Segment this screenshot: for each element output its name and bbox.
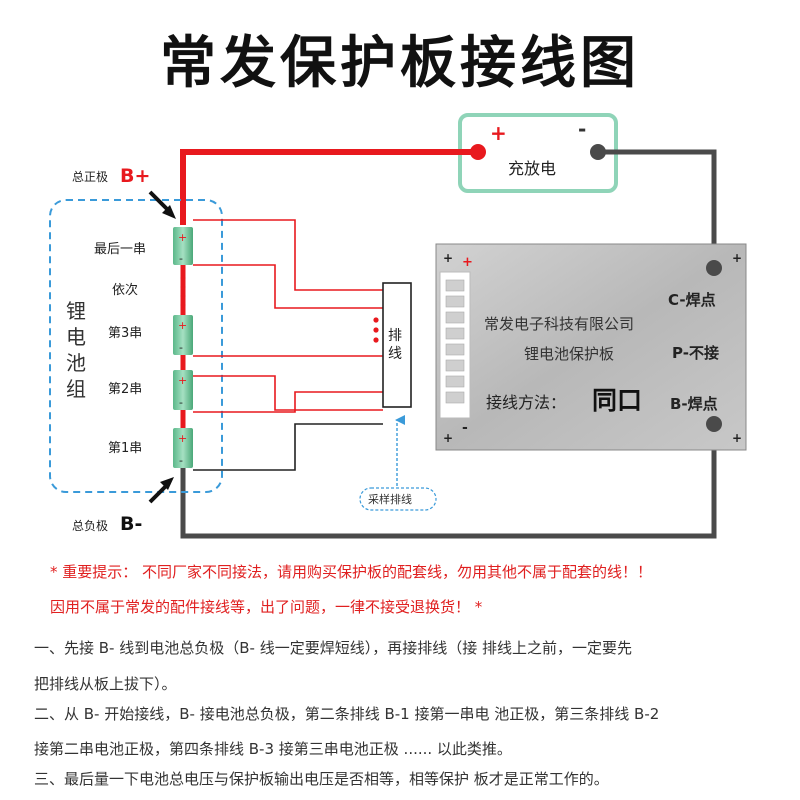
cell-label: 第3串 (108, 326, 142, 341)
cell-minus: - (179, 252, 183, 265)
between-label: 依次 (112, 282, 138, 298)
board-minus: - (462, 420, 468, 436)
wiring-diagram: + - 充放电 锂 电 池 组 + - 最后一串 依次 + - 第3串 + - … (49, 113, 747, 539)
b-plus-wire (180, 149, 478, 225)
b-minus-terminal (706, 416, 722, 432)
battery-pack-label-char: 池 (66, 351, 86, 375)
connector-label-char: 排 (388, 328, 402, 344)
page-title: 常发保护板接线图 (160, 31, 640, 96)
screw-icon: + (443, 431, 453, 445)
instruction-line: 接第二串电池正极，第四条排线 B-3 接第三串电池正极 ...... 以此类推。 (34, 740, 512, 758)
socket-pin (445, 295, 465, 308)
cell-plus: + (178, 319, 187, 332)
balance-wire-negative (193, 423, 383, 471)
cell-plus: + (178, 231, 187, 244)
b-minus-label: B- (120, 513, 142, 535)
instruction-line: 二、从 B- 开始接线，B- 接电池总负极，第二条排线 B-1 接第一串电 池正… (34, 705, 660, 723)
battery-cell (173, 370, 193, 410)
battery-pack-label-char: 组 (66, 377, 86, 401)
board-socket-pins (445, 279, 465, 404)
warning-line: * 重要提示： 不同厂家不同接法，请用购买保护板的配套线，勿用其他不属于配套的线… (50, 563, 653, 581)
balance-wire (193, 375, 383, 411)
warning-line: 因用不属于常发的配件接线等，出了问题，一律不接受退换货！ * (50, 598, 483, 616)
socket-pin (445, 375, 465, 388)
board-plus: + (462, 255, 473, 270)
instruction-line: 三、最后量一下电池总电压与保护板输出电压是否相等，相等保护 板才是正常工作的。 (34, 770, 609, 788)
cell-plus: + (178, 374, 187, 387)
board-body (435, 243, 747, 451)
b-plus-arrow-head (162, 205, 176, 219)
protection-board: + + + + + - 常发电子科技有限公司 锂电池保护板 接线方法： 同口 C… (435, 243, 747, 451)
battery-pack-label-char: 电 (66, 325, 86, 349)
balance-wire (193, 264, 383, 309)
screw-icon: + (443, 251, 453, 265)
series-dot (180, 275, 186, 281)
battery-pack-label-char: 锂 (66, 299, 86, 323)
cell-3: + - 第3串 (108, 315, 193, 355)
screw-icon: + (732, 431, 742, 445)
b-plus-label: B+ (120, 165, 150, 187)
board-company: 常发电子科技有限公司 (484, 315, 634, 333)
charger-minus-terminal (590, 144, 606, 160)
cell-last: + - 最后一串 (94, 227, 193, 265)
cell-label: 第1串 (108, 441, 142, 456)
socket-pin (445, 343, 465, 356)
charger-minus: - (578, 117, 586, 141)
battery-cell (173, 428, 193, 468)
balance-connector (382, 282, 412, 408)
c-minus-label: C-焊点 (668, 291, 716, 309)
screw-icon: + (732, 251, 742, 265)
socket-pin (445, 311, 465, 324)
series-dot (180, 302, 186, 308)
cell-2: + - 第2串 (108, 370, 193, 410)
board-product: 锂电池保护板 (524, 345, 614, 363)
battery-pack-outline (49, 199, 223, 493)
board-method-value: 同口 (592, 386, 642, 415)
balance-dot (373, 327, 379, 333)
socket-pin (445, 327, 465, 340)
cell-minus: - (179, 454, 183, 467)
battery-cell (173, 227, 193, 265)
connector-label-char: 线 (388, 346, 402, 362)
c-minus-wire (598, 149, 717, 268)
charger-label: 充放电 (508, 159, 556, 178)
b-minus-prefix: 总负极 (72, 519, 108, 533)
b-minus-solder-label: B-焊点 (670, 395, 718, 413)
cell-label: 第2串 (108, 382, 142, 397)
sample-label-box (359, 487, 437, 511)
balance-dot (373, 317, 379, 323)
board-method-label: 接线方法： (486, 393, 566, 412)
socket-pin (445, 279, 465, 292)
b-minus-arrow-head (160, 477, 174, 490)
c-minus-terminal (706, 260, 722, 276)
b-minus-wire (180, 424, 717, 539)
balance-wires (193, 219, 383, 471)
b-plus-prefix: 总正极 (72, 170, 108, 184)
series-dot (180, 293, 186, 299)
socket-pin (445, 391, 465, 404)
sample-label: 采样排线 (368, 492, 412, 506)
series-dot (180, 284, 186, 290)
cell-plus: + (178, 432, 187, 445)
balance-wire (193, 391, 383, 413)
cell-minus: - (179, 341, 183, 354)
cell-label: 最后一串 (94, 242, 146, 257)
instruction-line: 一、先接 B- 线到电池总负极（B- 线一定要焊短线），再接排线（接 排线上之前… (34, 639, 632, 657)
instruction-line: 把排线从板上拔下）。 (34, 675, 177, 693)
cell-1: + - 第1串 (108, 428, 193, 468)
charger-plus-terminal (470, 144, 486, 160)
charger-plus: + (490, 121, 507, 145)
balance-dot (373, 337, 379, 343)
battery-cell (173, 315, 193, 355)
cell-minus: - (179, 396, 183, 409)
p-minus-label: P-不接 (672, 344, 719, 362)
balance-wire (193, 219, 383, 291)
socket-pin (445, 359, 465, 372)
